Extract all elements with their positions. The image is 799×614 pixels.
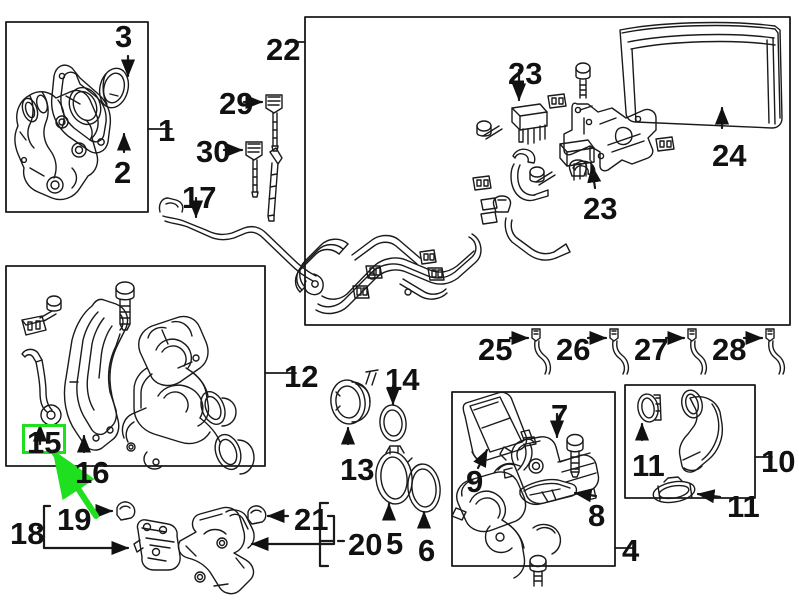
callout-6: 6 xyxy=(418,533,436,568)
callout-24: 24 xyxy=(712,138,747,173)
small-hose-28-art xyxy=(765,328,786,375)
seal-ring-art xyxy=(98,67,130,109)
bolt-small-12-art xyxy=(39,295,62,322)
callout-2: 2 xyxy=(114,155,132,190)
group-box-10 xyxy=(624,384,756,499)
turbocharger-housing-art xyxy=(14,89,99,201)
callout-11a: 11 xyxy=(632,448,665,483)
egr-heatshield-art xyxy=(462,391,537,462)
bolt-large-12-art xyxy=(115,281,135,331)
callout-13: 13 xyxy=(340,452,375,487)
bolt-a-art xyxy=(575,62,591,99)
clip-nut-12-art xyxy=(21,315,47,336)
clamp-11a-art xyxy=(637,393,662,423)
stud-bolt-extra-art xyxy=(267,147,283,222)
clip-group-art xyxy=(547,93,675,152)
arrow-9 xyxy=(473,448,489,470)
callout-28: 28 xyxy=(712,332,747,367)
callout-11b: 11 xyxy=(727,489,760,524)
small-hose-26-art xyxy=(609,328,630,375)
callout-29: 29 xyxy=(219,86,254,121)
egr-gasket-8-art xyxy=(519,478,578,506)
highlight-arrow xyxy=(51,449,99,519)
callout-26: 26 xyxy=(556,332,591,367)
stud-bolt-30-art xyxy=(245,141,263,198)
heat-cover-art xyxy=(63,298,129,451)
callout-9: 9 xyxy=(466,464,484,499)
callout-27: 27 xyxy=(634,332,669,367)
callout-14: 14 xyxy=(385,362,420,397)
callout-10: 10 xyxy=(761,444,796,479)
bracket-18 xyxy=(42,504,128,548)
callout-23a: 23 xyxy=(508,56,543,91)
callout-8: 8 xyxy=(588,498,606,533)
mount-bracket-18-art xyxy=(133,519,181,571)
egr-cooler-body-art xyxy=(451,438,562,587)
group-box-1 xyxy=(5,21,149,213)
highlight-arrow-group xyxy=(51,449,99,519)
elbow-hose-a-art xyxy=(510,148,549,202)
callout-4: 4 xyxy=(622,533,640,568)
callout-19: 19 xyxy=(57,502,92,537)
callout-20: 20 xyxy=(348,527,383,562)
arrow-11b xyxy=(696,489,722,504)
arrow-8 xyxy=(573,488,598,503)
seal-14-art xyxy=(379,404,407,442)
turbo-catalyst-art xyxy=(121,315,255,475)
callout-18: 18 xyxy=(10,516,45,551)
callout-25: 25 xyxy=(478,332,513,367)
callout-12: 12 xyxy=(284,359,319,394)
vband-clamp-art xyxy=(375,445,413,505)
clamp-13-art xyxy=(330,369,379,425)
small-hose-25-art xyxy=(531,328,552,375)
sensor-upper-art xyxy=(511,103,548,145)
callout-23b: 23 xyxy=(583,191,618,226)
intercooler-core-art xyxy=(619,21,783,129)
nut-21-art xyxy=(247,505,267,525)
bolt-c-art xyxy=(529,166,556,186)
callout-17: 17 xyxy=(182,180,217,215)
callout-1: 1 xyxy=(158,113,176,148)
stay-bracket-art xyxy=(21,348,62,426)
bracket-20 xyxy=(318,501,330,568)
egr-valve-art xyxy=(499,429,600,505)
bolt-b-art xyxy=(476,120,503,140)
arrow-23b xyxy=(587,164,602,190)
mount-bracket-art xyxy=(563,102,657,172)
callout-16: 16 xyxy=(75,455,110,490)
lower-hose-assembly-art xyxy=(294,233,482,315)
hose-clip-art xyxy=(472,159,588,225)
group-box-22 xyxy=(304,16,791,326)
callout-5: 5 xyxy=(386,526,404,561)
callout-30: 30 xyxy=(196,134,231,169)
stud-bolt-29-art xyxy=(265,94,283,152)
callout-22: 22 xyxy=(266,32,301,67)
callout-15: 15 xyxy=(27,425,62,460)
small-hose-27-art xyxy=(687,328,708,375)
group-box-12 xyxy=(5,265,266,467)
callout-7: 7 xyxy=(551,398,569,433)
nut-19-art xyxy=(116,501,136,521)
oil-pipe-art xyxy=(158,197,324,296)
turbo-gasket-art xyxy=(50,64,112,154)
knuckle-art xyxy=(177,506,255,595)
clamp-11b-art xyxy=(652,476,696,504)
egr-bolt-art xyxy=(566,433,584,478)
callout-3: 3 xyxy=(115,19,133,54)
air-inlet-tube-art xyxy=(678,389,724,473)
callout-21: 21 xyxy=(294,502,329,537)
bracket-21 xyxy=(250,514,336,552)
